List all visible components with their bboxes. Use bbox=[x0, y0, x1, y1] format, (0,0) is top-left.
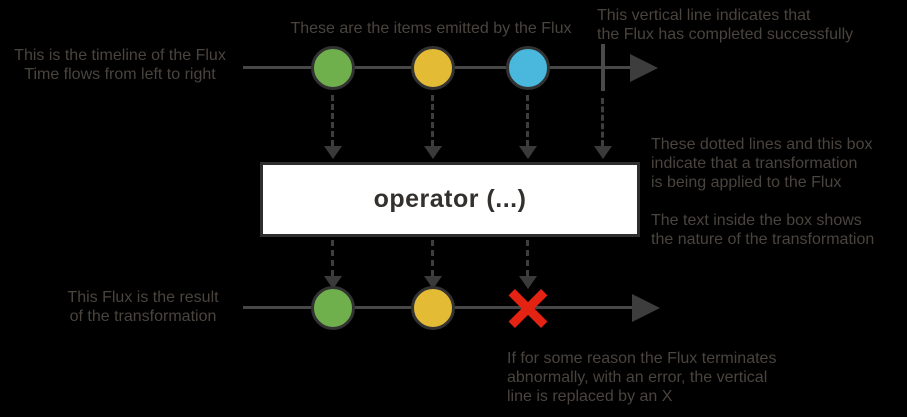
operator-box: operator (...) bbox=[260, 162, 640, 237]
result-marble-green bbox=[311, 286, 355, 330]
dotted-line bbox=[331, 95, 334, 146]
error-x-icon bbox=[505, 285, 551, 331]
down-arrowhead-icon bbox=[424, 276, 442, 289]
error-annotation: If for some reason the Flux terminates a… bbox=[507, 350, 777, 405]
down-arrowhead-icon bbox=[324, 276, 342, 289]
result-annotation: This Flux is the result of the transform… bbox=[67, 289, 219, 325]
down-arrowhead-icon bbox=[324, 146, 342, 159]
dotted-line bbox=[431, 240, 434, 276]
complete-annotation: This vertical line indicates that the Fl… bbox=[597, 7, 854, 43]
down-arrowhead-icon bbox=[519, 276, 537, 289]
complete-line-icon bbox=[601, 44, 605, 91]
dotted-line bbox=[431, 95, 434, 146]
dotted-line bbox=[526, 95, 529, 146]
source-marble-blue bbox=[506, 46, 550, 90]
dotted-line bbox=[526, 240, 529, 276]
result-marble-yellow bbox=[411, 286, 455, 330]
transformation-annotation-1: These dotted lines and this box indicate… bbox=[651, 136, 873, 191]
dotted-line bbox=[601, 98, 604, 146]
down-arrowhead-icon bbox=[519, 146, 537, 159]
source-marble-green bbox=[311, 46, 355, 90]
source-marble-yellow bbox=[411, 46, 455, 90]
dotted-line bbox=[331, 240, 334, 276]
source-timeline-arrowhead-icon bbox=[630, 54, 658, 82]
result-timeline-arrowhead-icon bbox=[632, 294, 660, 322]
down-arrowhead-icon bbox=[424, 146, 442, 159]
timeline-annotation: This is the timeline of the Flux Time fl… bbox=[14, 47, 226, 83]
items-annotation: These are the items emitted by the Flux bbox=[290, 20, 572, 37]
transformation-annotation-2: The text inside the box shows the nature… bbox=[651, 212, 875, 248]
down-arrowhead-icon bbox=[594, 146, 612, 159]
operator-label: operator (...) bbox=[373, 185, 527, 213]
